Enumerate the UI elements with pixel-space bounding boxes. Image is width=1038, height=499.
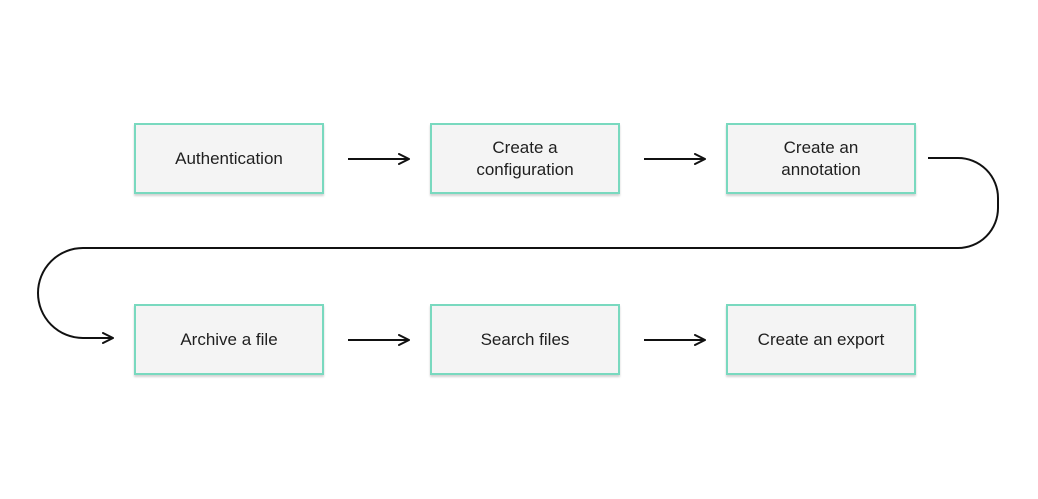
arrow-annotation-to-archive <box>36 157 999 344</box>
step-label: Archive a file <box>180 329 278 349</box>
step-label: Create a configuration <box>476 137 574 179</box>
step-label: Create an export <box>757 329 885 349</box>
step-label: Authentication <box>175 148 283 168</box>
step-label: Create an annotation <box>781 137 861 179</box>
step-create-export: Create an export <box>726 304 916 375</box>
step-label: Search files <box>480 329 570 349</box>
step-create-annotation: Create an annotation <box>726 123 916 194</box>
step-search-files: Search files <box>430 304 620 375</box>
step-create-configuration: Create a configuration <box>430 123 620 194</box>
step-authentication: Authentication <box>134 123 324 194</box>
step-archive-file: Archive a file <box>134 304 324 375</box>
